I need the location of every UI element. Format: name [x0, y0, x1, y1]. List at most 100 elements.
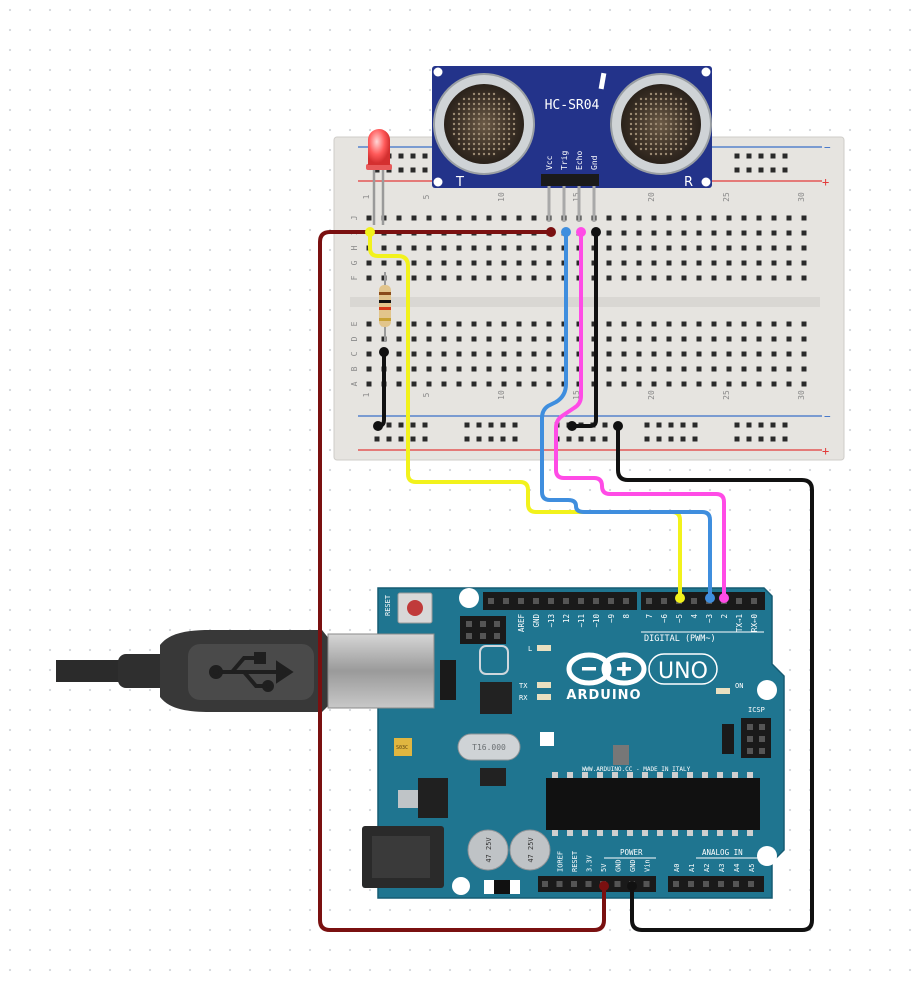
- header-pin[interactable]: [593, 598, 599, 604]
- header-pin[interactable]: [614, 881, 621, 887]
- header-pin[interactable]: [578, 598, 584, 604]
- mesh-dot: [659, 152, 663, 156]
- header-pin[interactable]: [533, 598, 539, 604]
- breadboard-hole: [411, 351, 417, 357]
- digital-pin-label: ~10: [592, 614, 601, 628]
- header-pin[interactable]: [585, 881, 592, 887]
- breadboard-hole: [771, 351, 777, 357]
- header-pin[interactable]: [733, 881, 739, 887]
- digital-header-left[interactable]: [483, 592, 637, 610]
- sensor-pin-legs: [547, 186, 596, 222]
- breadboard-hole: [711, 215, 717, 221]
- mounting-hole: [452, 877, 470, 895]
- mesh-dot: [472, 132, 476, 136]
- usb-cable[interactable]: [56, 630, 435, 712]
- header-pin[interactable]: [643, 881, 650, 887]
- breadboard-hole: [396, 351, 402, 357]
- mesh-dot: [684, 127, 688, 131]
- digital-pin-label: 2: [720, 614, 729, 619]
- mesh-dot: [679, 117, 683, 121]
- analog-header[interactable]: [668, 876, 764, 892]
- breadboard-hole: [471, 245, 477, 251]
- header-pin[interactable]: [571, 881, 577, 887]
- mesh-dot: [679, 137, 683, 141]
- breadboard-hole: [366, 336, 372, 342]
- rail-hole: [770, 153, 776, 159]
- mesh-dot: [629, 132, 633, 136]
- wire-echo[interactable]: [554, 230, 726, 600]
- header-pin[interactable]: [718, 881, 724, 887]
- resistor[interactable]: [379, 272, 391, 342]
- breadboard-hole: [756, 336, 762, 342]
- wire-end: [627, 881, 637, 891]
- digital-header-right[interactable]: [641, 592, 765, 610]
- breadboard-hole: [396, 260, 402, 266]
- wire-end: [561, 227, 571, 237]
- mesh-dot: [467, 137, 471, 141]
- breadboard-hole: [801, 321, 807, 327]
- header-pin[interactable]: [703, 881, 709, 887]
- icsp-header[interactable]: [741, 718, 771, 758]
- header-pin[interactable]: [503, 598, 509, 604]
- mesh-dot: [462, 147, 466, 151]
- header-pin[interactable]: [691, 598, 697, 604]
- mesh-dot: [472, 102, 476, 106]
- mesh-dot: [664, 132, 668, 136]
- breadboard-hole: [636, 336, 642, 342]
- header-pin[interactable]: [736, 598, 742, 604]
- mesh-dot: [664, 152, 668, 156]
- reset-button-cap[interactable]: [407, 600, 423, 616]
- rail-hole: [476, 422, 482, 428]
- rail-hole: [758, 436, 764, 442]
- header-pin[interactable]: [646, 598, 652, 604]
- mesh-dot: [482, 122, 486, 126]
- wire-trig[interactable]: [540, 230, 712, 600]
- header-pin[interactable]: [556, 881, 563, 887]
- mesh-dot: [492, 152, 496, 156]
- red-led[interactable]: [366, 129, 392, 225]
- header-pin[interactable]: [488, 598, 494, 604]
- mesh-dot: [659, 97, 663, 101]
- sensor-hole: [433, 67, 443, 77]
- breadboard-hole: [546, 336, 552, 342]
- mesh-dot: [674, 142, 678, 146]
- header-pin[interactable]: [542, 881, 548, 887]
- header-pin[interactable]: [661, 598, 667, 604]
- icsp-pin: [747, 724, 753, 730]
- rail-hole: [422, 436, 428, 442]
- usb-b-connector: [327, 633, 435, 709]
- mesh-dot: [462, 97, 466, 101]
- power-header[interactable]: [538, 876, 656, 892]
- breadboard-hole: [486, 275, 492, 281]
- header-pin[interactable]: [563, 598, 569, 604]
- mesh-dot: [674, 132, 678, 136]
- wire-ground-return[interactable]: [616, 424, 814, 932]
- mesh-dot: [507, 132, 511, 136]
- wire-sensor-ground[interactable]: [570, 230, 598, 428]
- header-pin[interactable]: [518, 598, 524, 604]
- mesh-dot: [452, 117, 456, 121]
- breadboard-hole: [636, 275, 642, 281]
- header-pin[interactable]: [548, 598, 554, 604]
- breadboard-column-label: 25: [722, 390, 731, 400]
- brand-name: ARDUINO: [566, 688, 641, 703]
- mesh-dot: [507, 112, 511, 116]
- breadboard-hole: [441, 275, 447, 281]
- breadboard-hole: [651, 230, 657, 236]
- sensor-hole: [701, 67, 711, 77]
- header-pin[interactable]: [688, 881, 694, 887]
- header-pin[interactable]: [673, 881, 679, 887]
- wire-5v[interactable]: [318, 230, 606, 932]
- header-pin[interactable]: [748, 881, 754, 887]
- regulator-component: [394, 738, 412, 756]
- breadboard-hole: [366, 381, 372, 387]
- breadboard-hole: [666, 215, 672, 221]
- rail-hole: [734, 436, 740, 442]
- header-pin[interactable]: [608, 598, 614, 604]
- breadboard-hole: [366, 366, 372, 372]
- mesh-dot: [659, 147, 663, 151]
- header-pin[interactable]: [623, 598, 629, 604]
- header-pin[interactable]: [751, 598, 757, 604]
